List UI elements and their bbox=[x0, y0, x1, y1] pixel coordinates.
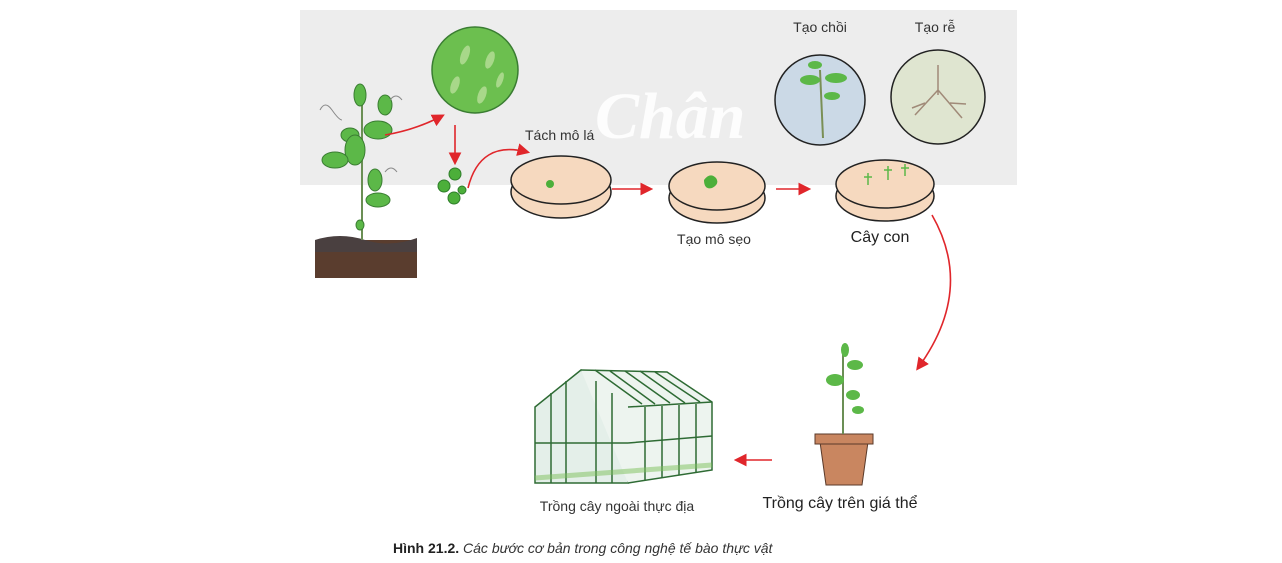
petri-dish-1 bbox=[510, 155, 612, 219]
figure-caption: Hình 21.2. Các bước cơ bản trong công ng… bbox=[393, 540, 774, 556]
caption-text: Các bước cơ bản trong công nghệ tế bào t… bbox=[459, 540, 773, 556]
label-trong-cay-gia-the: Trồng cây trên giá thể bbox=[762, 494, 917, 512]
root-formation-circle bbox=[890, 49, 986, 145]
label-trong-cay-thuc-dia: Trồng cây ngoài thực địa bbox=[540, 498, 695, 514]
process-arrows bbox=[384, 114, 952, 467]
arrow-plant-to-tissue bbox=[384, 114, 445, 136]
arrow-cells-to-dish bbox=[467, 143, 531, 189]
isolated-cells bbox=[437, 167, 467, 205]
petri-dish-3 bbox=[835, 159, 935, 222]
label-cay-con: Cây con bbox=[851, 229, 910, 246]
petri-dish-2 bbox=[668, 161, 766, 224]
caption-number: Hình 21.2. bbox=[393, 540, 459, 556]
leaf-tissue-magnified bbox=[431, 26, 519, 114]
label-tach-mo-la: Tách mô lá bbox=[525, 127, 594, 143]
label-tao-choi: Tạo chồi bbox=[793, 19, 847, 35]
greenhouse-illustration bbox=[534, 369, 713, 484]
label-tao-mo-seo: Tạo mô sẹo bbox=[677, 231, 751, 247]
svg-text:Chân: Chân bbox=[595, 80, 745, 153]
label-tao-re: Tạo rễ bbox=[915, 19, 956, 35]
arrow-seedling-to-pot bbox=[916, 214, 952, 371]
shoot-formation-circle bbox=[774, 54, 866, 146]
potted-plant-illustration bbox=[814, 343, 874, 486]
